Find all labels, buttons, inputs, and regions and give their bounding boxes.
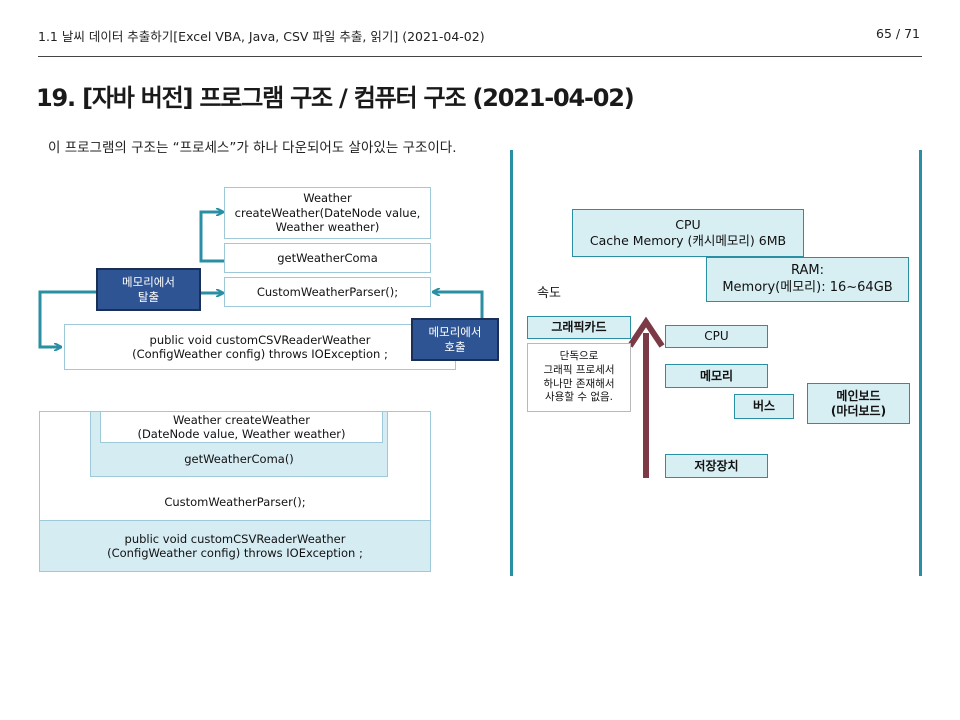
left-separator-line: [510, 150, 513, 576]
reader-line-2: (ConfigWeather config) throws IOExceptio…: [132, 347, 388, 361]
storage-label: 저장장치: [694, 458, 739, 473]
graphics-card-label: 그래픽카드: [551, 320, 607, 334]
weather-method-box: Weather createWeather(DateNode value, We…: [224, 187, 431, 239]
intro-text: 이 프로그램의 구조는 “프로세스”가 하나 다운되어도 살아있는 구조이다.: [48, 140, 457, 156]
cpu-box: CPU: [665, 325, 768, 348]
ram-line-1: RAM:: [791, 263, 824, 279]
storage-box: 저장장치: [665, 454, 768, 478]
header-divider: [38, 56, 922, 57]
cpu-cache-box: CPU Cache Memory (캐시메모리) 6MB: [572, 209, 804, 257]
memory-box: 메모리: [665, 364, 768, 388]
reader-method-box: public void customCSVReaderWeather (Conf…: [64, 324, 456, 370]
getweathercoma-box: getWeatherComa: [224, 243, 431, 273]
graphics-card-box: 그래픽카드: [527, 316, 631, 339]
parser-box: CustomWeatherParser();: [224, 277, 431, 307]
cpu-label: CPU: [704, 329, 729, 343]
stack-weather-line-2: (DateNode value, Weather weather): [137, 427, 346, 441]
memory-label: 메모리: [699, 368, 734, 383]
stack-reader-line-1: public void customCSVReaderWeather: [124, 531, 346, 546]
mainboard-box: 메인보드 (마더보드): [807, 383, 910, 424]
badge-exit-line-1: 메모리에서: [122, 275, 175, 290]
header-breadcrumb: 1.1 날씨 데이터 추출하기[Excel VBA, Java, CSV 파일 …: [38, 29, 485, 44]
stack-parser-area: CustomWeatherParser();: [39, 489, 431, 515]
badge-call-line-1: 메모리에서: [428, 325, 482, 340]
bus-label: 버스: [752, 399, 776, 413]
stack-parser-label: CustomWeatherParser();: [164, 494, 306, 509]
ram-line-2: Memory(메모리): 16~64GB: [722, 279, 893, 295]
weather-line-2: createWeather(DateNode value,: [234, 205, 421, 220]
mainboard-line-1: 메인보드: [836, 388, 881, 403]
stack-getcoma-label-area: getWeatherComa(): [90, 447, 388, 471]
stack-reader-line-2: (ConfigWeather config) throws IOExceptio…: [107, 546, 363, 560]
stack-getcoma-label: getWeatherComa(): [184, 451, 294, 466]
page-number: 65 / 71: [876, 26, 920, 41]
graphics-note-box: 단독으로 그래픽 프로세서 하나만 존재해서 사용할 수 없음.: [527, 343, 631, 412]
getweathercoma-label: getWeatherComa: [277, 250, 378, 265]
parser-label: CustomWeatherParser();: [256, 284, 399, 299]
badge-call-line-2: 호출: [444, 339, 466, 354]
arrow-call-to-parser: [434, 292, 484, 318]
badge-memory-exit: 메모리에서 탈출: [96, 268, 201, 311]
page-title: 19. [자바 버전] 프로그램 구조 / 컴퓨터 구조 (2021-04-02…: [36, 84, 635, 112]
ram-box: RAM: Memory(메모리): 16~64GB: [706, 257, 909, 302]
stack-reader-box: public void customCSVReaderWeather (Conf…: [39, 520, 431, 572]
graphics-note-line-3: 하나만 존재해서: [543, 377, 615, 390]
graphics-note-line-4: 사용할 수 없음.: [545, 391, 613, 404]
reader-line-1: public void customCSVReaderWeather: [149, 332, 371, 347]
weather-line-1: Weather: [303, 191, 352, 206]
stack-weather-box: Weather createWeather (DateNode value, W…: [100, 411, 383, 443]
cpu-cache-line-1: CPU: [675, 217, 701, 233]
cpu-cache-line-2: Cache Memory (캐시메모리) 6MB: [589, 233, 787, 248]
mainboard-line-2: (마더보드): [830, 403, 887, 418]
right-separator-line: [919, 150, 922, 576]
stack-weather-line-1: Weather createWeather: [172, 412, 310, 427]
weather-line-3: Weather weather): [275, 220, 380, 235]
badge-exit-line-2: 탈출: [137, 289, 160, 304]
speed-arrow-head: [627, 316, 665, 348]
badge-memory-call: 메모리에서 호출: [411, 318, 499, 361]
speed-label: 속도: [537, 286, 561, 301]
arrow-to-weather: [199, 212, 224, 263]
graphics-note-line-2: 그래픽 프로세서: [543, 363, 615, 376]
arrow-exit-to-reader: [38, 290, 96, 347]
bus-box: 버스: [734, 394, 794, 419]
graphics-note-line-1: 단독으로: [559, 350, 599, 363]
